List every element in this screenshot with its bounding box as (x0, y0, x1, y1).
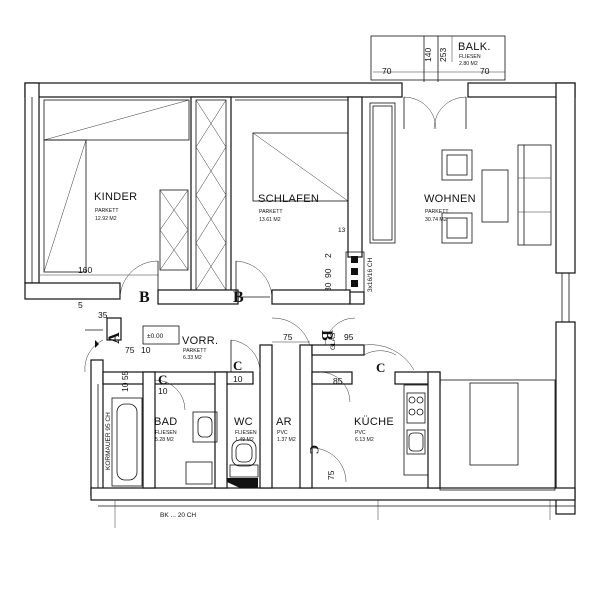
marker-b2: B (233, 289, 244, 306)
wohnen-floor: PARKETT (425, 209, 449, 215)
section-markers: A B B B C C C C (95, 289, 385, 454)
bad-area: 5.28 M2 (155, 437, 174, 443)
balcony-dim-140: 140 (423, 48, 433, 62)
dim-90: 90 (323, 268, 333, 278)
balcony-name: BALK. (458, 41, 491, 53)
vorr-area: 6.33 M2 (183, 355, 202, 361)
marker-c-bad: C (158, 372, 167, 387)
kinder-floor: PARKETT (95, 208, 119, 214)
dim-10-bad: 10 (158, 386, 168, 396)
vorr-name: VORR. (182, 335, 218, 347)
level-label: ±0.00 (147, 333, 164, 340)
kinder-area: 12.92 M2 (95, 216, 117, 222)
balcony-dim-70-right: 70 (480, 66, 490, 76)
room-vorraum: ±0.00 VORR. PARKETT 6.33 M2 75 95 GLAS 3… (78, 300, 354, 480)
balcony-area: 2.80 M2 (459, 61, 478, 67)
wall-kinder-schlafen (190, 96, 232, 298)
dim-10-wc: 10 (233, 374, 243, 384)
kueche-floor: PVC (355, 430, 366, 436)
kueche-name: KÜCHE (354, 416, 394, 428)
schlafen-floor: PARKETT (259, 209, 283, 215)
balcony: BALK. FLIESEN 2.80 M2 140 253 70 70 (370, 35, 506, 82)
balcony-floor: FLIESEN (459, 54, 481, 60)
bad-name: BAD (154, 416, 178, 428)
bottom-note: BK ... 20 CH (160, 512, 196, 519)
marker-b1: B (139, 289, 150, 306)
wc-floor: FLIESEN (235, 430, 257, 436)
wc-area: 1.49 M2 (235, 437, 254, 443)
room-ar: AR PVC 1.37 M2 (276, 416, 296, 443)
hall-walls (24, 282, 441, 489)
vorr-floor: PARKETT (183, 348, 207, 354)
room-bad: KORMAUER 95 CH BAD FLIESEN 5.28 M2 (105, 397, 218, 487)
room-kueche: KÜCHE PVC 6.13 M2 (354, 384, 429, 476)
dim-35: 35 (98, 310, 108, 320)
room-kinder: KINDER PARKETT 12.92 M2 160 (40, 99, 190, 276)
marker-c-hall: C (233, 358, 242, 373)
dim-5: 5 (78, 300, 83, 310)
balcony-dim-70-left: 70 (382, 66, 392, 76)
dim-85: 85 (333, 376, 343, 386)
outer-walls: BK ... 20 CH (24, 82, 576, 528)
balcony-dim-253: 253 (438, 48, 448, 62)
schlafen-area: 13.61 M2 (259, 217, 281, 223)
window-markers (31, 97, 576, 488)
wohnen-area: 30.74 M2 (425, 217, 447, 223)
balcony-door[interactable] (403, 96, 467, 130)
dim-10-entry: 10 (141, 345, 151, 355)
marker-c-ar: C (307, 445, 322, 454)
dim-13: 13 (338, 227, 346, 234)
dim-75-ar: 75 (326, 470, 336, 480)
dim-10-55: 10 55 (120, 370, 130, 392)
wc-name: WC (234, 416, 253, 428)
bad-floor: FLIESEN (155, 430, 177, 436)
bad-wall-note: KORMAUER 95 CH (105, 412, 112, 470)
dim-75-entry: 75 (125, 345, 135, 355)
schlafen-name: SCHLAFEN (258, 193, 319, 205)
wall-schlafen-wohnen (347, 96, 363, 258)
kinder-dim-160: 160 (78, 265, 92, 275)
ar-area: 1.37 M2 (277, 437, 296, 443)
room-wohnen: WOHNEN PARKETT 30.74 M2 (369, 102, 556, 491)
marker-a: A (106, 332, 123, 344)
marker-c-kueche: C (376, 360, 385, 375)
kinder-name: KINDER (94, 191, 137, 203)
glas-note: GLAS (330, 332, 337, 350)
ar-name: AR (276, 416, 292, 428)
kueche-area: 6.13 M2 (355, 437, 374, 443)
shaft-label: 3x16/16 CH (367, 257, 374, 292)
dim-2: 2 (323, 253, 333, 258)
ar-floor: PVC (277, 430, 288, 436)
room-wc: WC FLIESEN 1.49 M2 (227, 416, 259, 488)
marker-b3: B (318, 330, 335, 341)
doors (84, 260, 415, 483)
dim-30: 30 (323, 282, 333, 292)
room-schlafen: SCHLAFEN PARKETT 13.61 M2 (235, 99, 349, 223)
hall-dim-75: 75 (283, 332, 293, 342)
hall-dim-95: 95 (344, 332, 354, 342)
wohnen-name: WOHNEN (424, 193, 476, 205)
